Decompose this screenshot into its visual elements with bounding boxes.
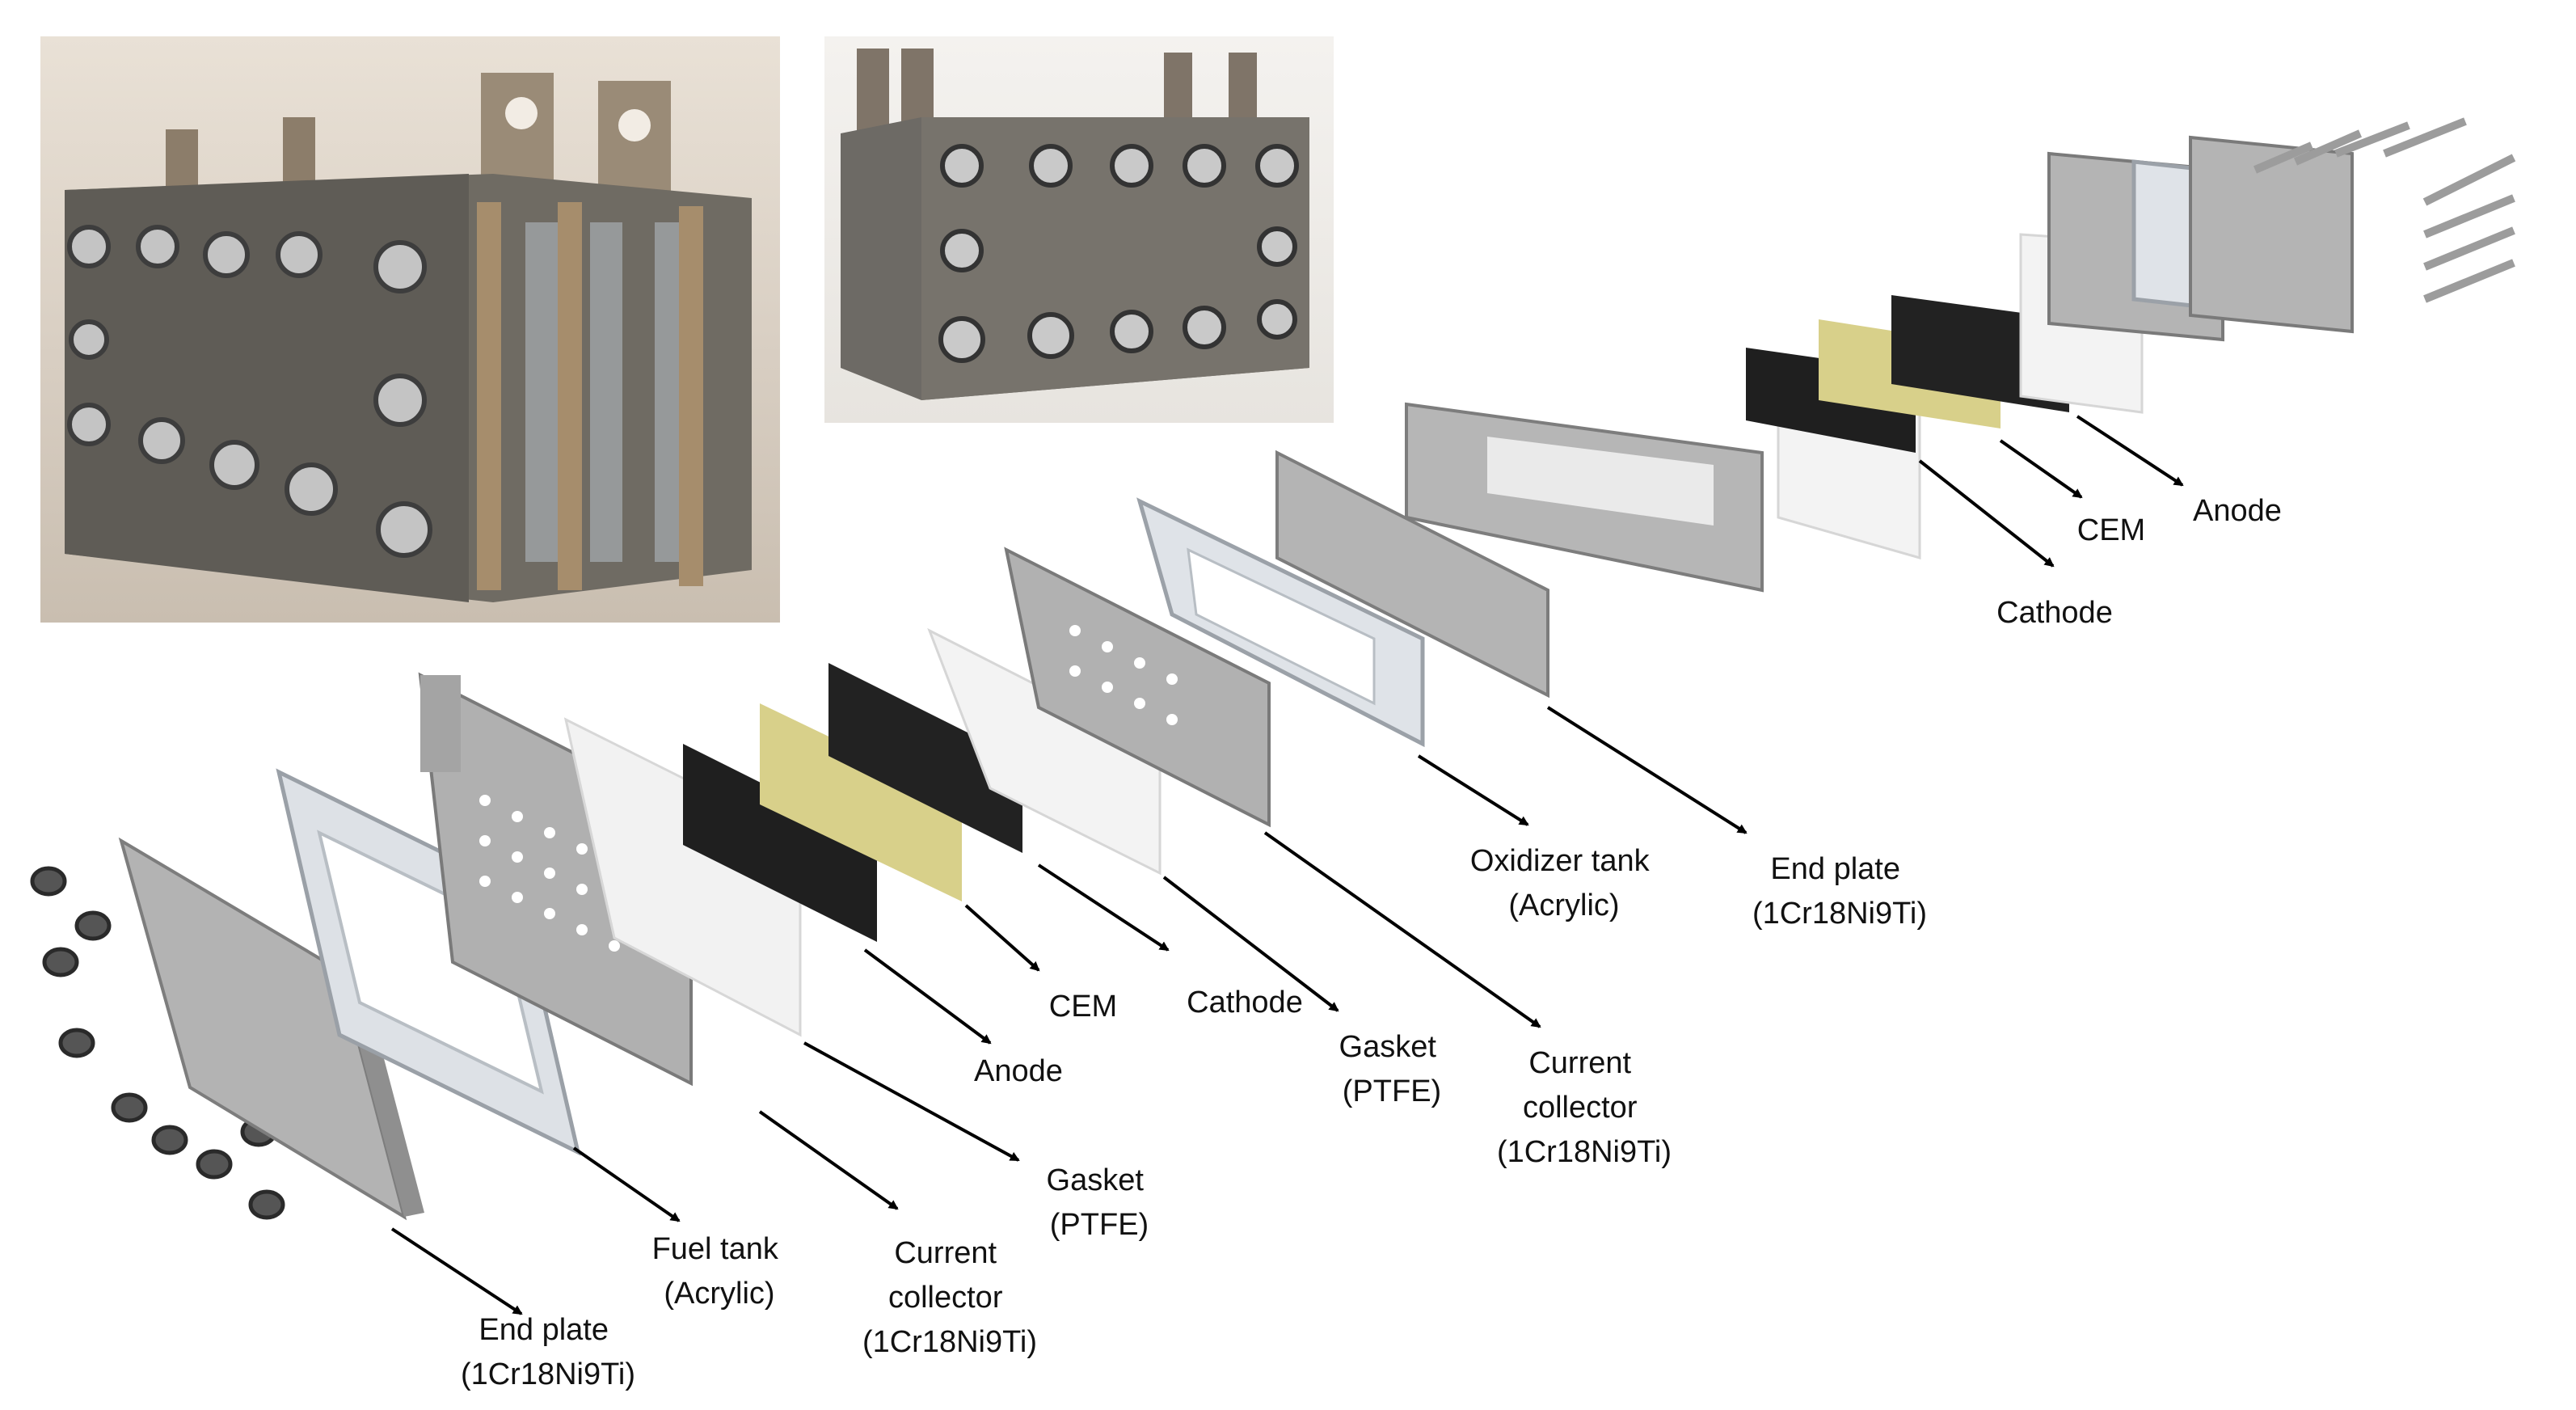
stack-end-plate — [65, 174, 469, 602]
current-collector-mid — [1004, 547, 1271, 828]
assembled-stack-photo-left — [40, 36, 780, 623]
arrow-end-plate-front — [390, 1227, 523, 1315]
arrow-cem-back — [1999, 439, 2083, 499]
arrow-gasket-mid — [1162, 876, 1339, 1012]
arrow-gasket-front — [803, 1041, 1020, 1162]
assembled-stack-photo-right — [824, 36, 1334, 423]
end-plate-mid — [1275, 450, 1549, 699]
oxidizer-tank — [1136, 497, 1425, 748]
cem-front — [828, 663, 1022, 853]
nut-group — [30, 866, 285, 1220]
label-cathode-front: Cathode — [1187, 986, 1303, 1020]
arrow-anode-back — [2076, 415, 2184, 487]
arrow-fuel-tank — [572, 1146, 681, 1222]
assembled-stack-photo-right-drawing — [841, 49, 1309, 400]
terminal-hole — [618, 109, 651, 141]
label-cem-back: CEM — [2077, 513, 2145, 547]
arrow-current-collector-front — [758, 1110, 899, 1210]
arrow-end-plate-mid — [1546, 706, 1748, 834]
label-cathode-back: Cathode — [1996, 596, 2113, 630]
assembled-stack-photo-left-drawing — [65, 73, 752, 602]
arrow-cem-front — [964, 904, 1040, 972]
label-current-collector-mid: Current collector (1Cr18Ni9Ti) — [1497, 1046, 1672, 1169]
label-gasket-front: Gasket (PTFE) — [1047, 1163, 1153, 1242]
end-plate-back — [1405, 402, 1764, 593]
label-anode-back: Anode — [2193, 494, 2282, 528]
arrow-oxidizer-tank — [1417, 754, 1529, 826]
arrow-cathode-front — [1037, 863, 1170, 952]
label-oxidizer-tank: Oxidizer tank (Acrylic) — [1470, 844, 1658, 922]
label-anode-front: Anode — [974, 1054, 1063, 1088]
arrow-group — [390, 415, 2184, 1315]
arrow-current-collector-mid — [1263, 831, 1541, 1028]
label-fuel-tank: Fuel tank (Acrylic) — [652, 1232, 787, 1311]
label-end-plate-front: End plate (1Cr18Ni9Ti) — [461, 1313, 635, 1391]
bolt-group — [938, 144, 1299, 363]
bolt-group-back — [2253, 117, 2516, 303]
label-cem-front: CEM — [1049, 990, 1117, 1024]
label-group: End plate (1Cr18Ni9Ti) Fuel tank (Acryli… — [461, 494, 2282, 1391]
cathode-front — [760, 703, 962, 901]
label-current-collector-front: Current collector (1Cr18Ni9Ti) — [862, 1236, 1037, 1359]
label-gasket-mid: Gasket (PTFE) — [1339, 1030, 1445, 1108]
bolt-group — [67, 225, 432, 558]
terminal-hole — [505, 97, 538, 129]
anode-front — [683, 744, 877, 942]
label-end-plate-mid: End plate (1Cr18Ni9Ti) — [1752, 852, 1927, 931]
arrow-anode-front — [863, 948, 992, 1045]
arrow-cathode-back — [1918, 459, 2055, 568]
